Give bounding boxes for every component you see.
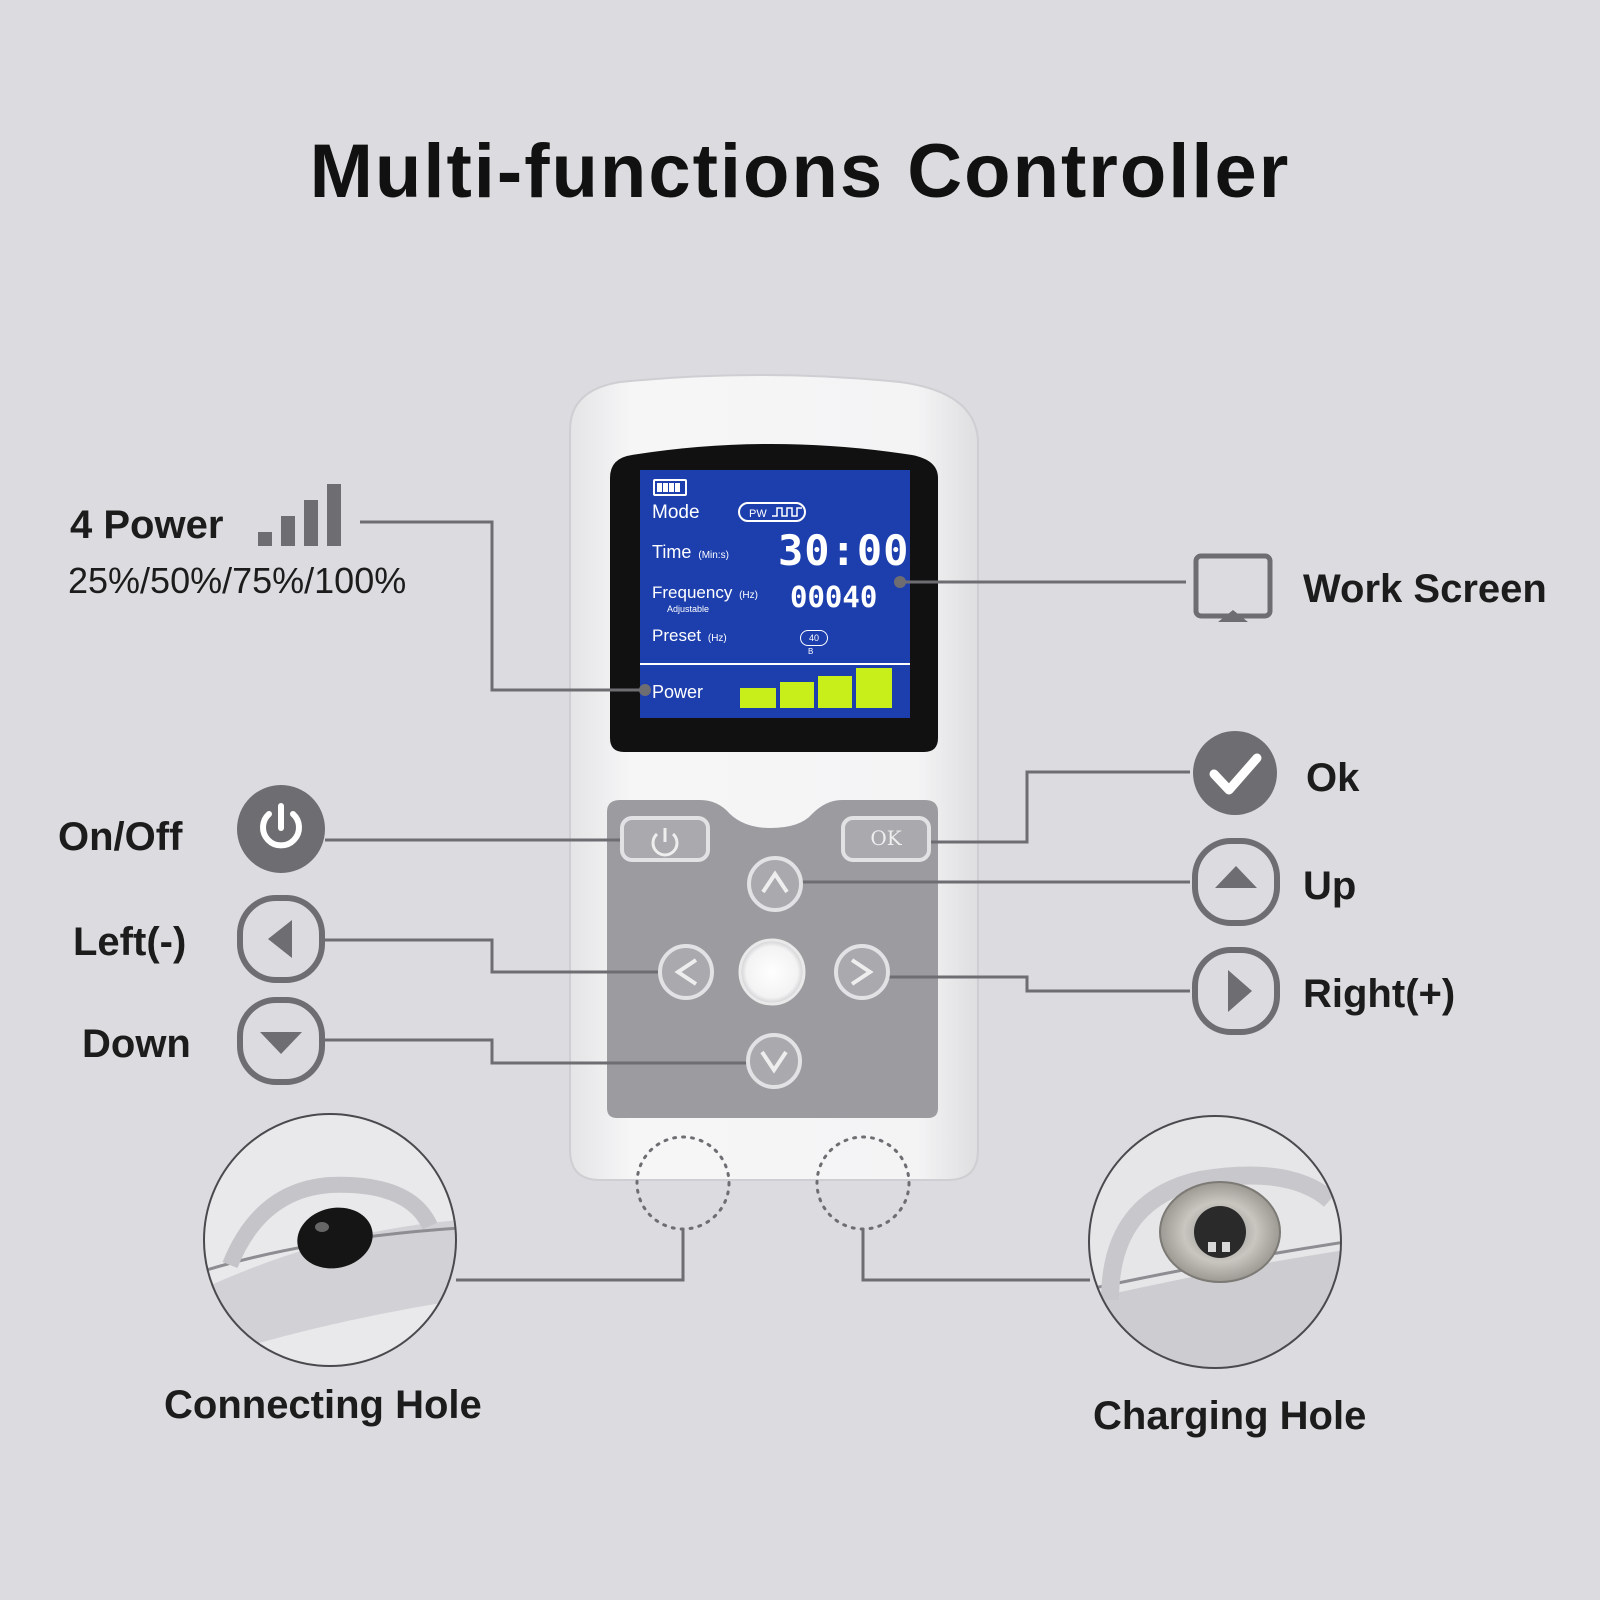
right-arrow-icon xyxy=(1192,947,1280,1035)
lcd-power-bar-3 xyxy=(818,676,852,708)
right-label: Right(+) xyxy=(1303,972,1456,1016)
charging-hole-zoom xyxy=(1088,1115,1342,1369)
device-right-button[interactable] xyxy=(834,944,890,1000)
down-arrow-icon xyxy=(237,997,325,1085)
lcd-time-value: 30:00 xyxy=(778,526,910,575)
checkmark-icon xyxy=(1193,731,1277,815)
lcd-power-bar-2 xyxy=(780,682,814,708)
lcd-power-label: Power xyxy=(652,682,704,702)
device-ok-button[interactable] xyxy=(841,816,931,862)
page-title: Multi-functions Controller xyxy=(309,129,1291,214)
connecting-hole-label: Connecting Hole xyxy=(164,1383,482,1427)
monitor-icon xyxy=(1193,553,1273,622)
lcd-mode-badge: PW xyxy=(738,502,806,522)
power-levels: 25%/50%/75%/100% xyxy=(68,560,407,601)
lcd-preset-sub: B xyxy=(808,647,814,656)
down-label: Down xyxy=(82,1022,191,1066)
power-label: 4 Power xyxy=(70,503,224,547)
ok-label: Ok xyxy=(1306,756,1360,800)
lcd-time-label: Time xyxy=(652,542,692,562)
charging-hole-marker xyxy=(815,1135,911,1231)
lcd-mode-label: Mode xyxy=(652,502,700,523)
leader-lines xyxy=(325,520,1190,1282)
lcd-power-bar-1 xyxy=(740,688,776,708)
device-center-button[interactable] xyxy=(738,938,806,1006)
battery-icon xyxy=(653,479,687,496)
up-arrow-icon xyxy=(1192,838,1280,926)
lcd-frequency-label: Frequency xyxy=(652,583,733,602)
lcd-time-unit: (Min:s) xyxy=(698,550,729,561)
device-up-button[interactable] xyxy=(747,856,803,912)
left-label: Left(-) xyxy=(73,920,187,964)
lcd-power-bars xyxy=(740,668,892,708)
pulse-wave-icon xyxy=(771,507,802,517)
lcd-divider xyxy=(640,663,910,665)
charging-hole-label: Charging Hole xyxy=(1093,1394,1367,1438)
lcd-content: Mode PW Time (Min:s) 30:00 Frequency (Hz… xyxy=(640,470,910,718)
device-power-button[interactable] xyxy=(620,816,710,862)
lcd-power-bar-4 xyxy=(856,668,892,708)
signal-bars-icon xyxy=(258,484,341,546)
lcd-frequency-value: 00040 xyxy=(790,580,878,614)
lcd-mode-value: PW xyxy=(749,508,767,520)
device-left-button[interactable] xyxy=(658,944,714,1000)
lcd-preset-unit: (Hz) xyxy=(707,633,727,644)
device-down-button[interactable] xyxy=(746,1033,802,1089)
lcd-frequency-unit: (Hz) xyxy=(739,590,758,601)
power-icon xyxy=(237,785,325,873)
connecting-hole-zoom xyxy=(203,1113,457,1367)
left-arrow-icon xyxy=(237,895,325,983)
on-off-label: On/Off xyxy=(58,815,183,859)
lcd-preset-value: 40 xyxy=(800,630,828,646)
device-ok-label: OK xyxy=(870,826,902,850)
work-screen-label: Work Screen xyxy=(1303,567,1547,611)
up-label: Up xyxy=(1303,864,1357,908)
connecting-hole-marker xyxy=(635,1135,731,1231)
lcd-frequency-note: Adjustable xyxy=(667,604,710,614)
lcd-preset-label: Preset xyxy=(652,626,702,645)
